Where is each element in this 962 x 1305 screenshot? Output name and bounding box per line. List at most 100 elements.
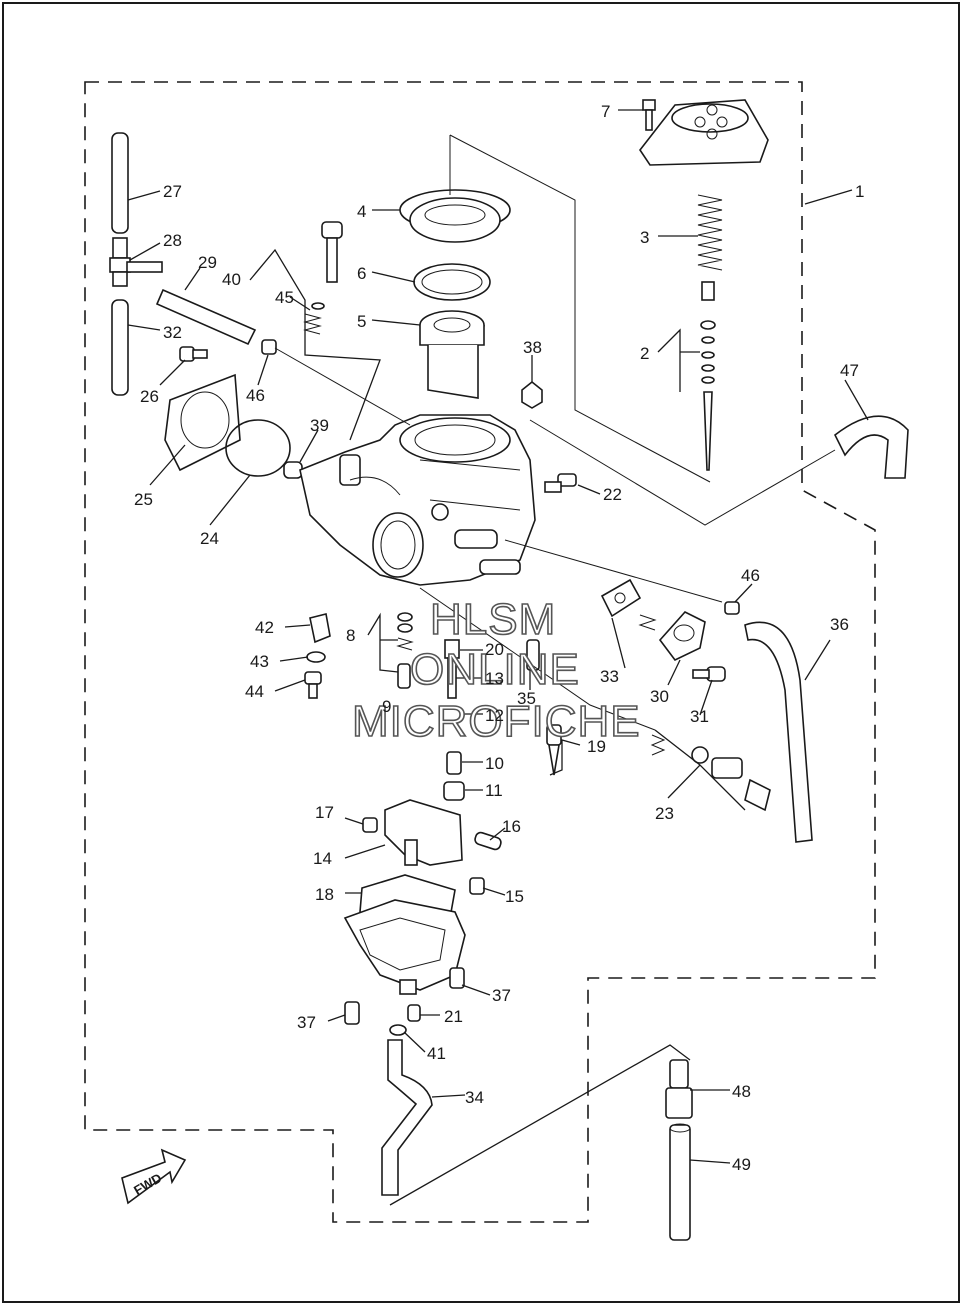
callout-14: 14 (313, 849, 332, 868)
needle-2-part (700, 281, 716, 471)
screw-17-part (362, 817, 378, 833)
top-cover-part (639, 99, 769, 166)
screw-31-part (692, 666, 726, 682)
screw-7-part (642, 99, 656, 131)
clamp-46-right-part (724, 601, 740, 615)
callout-44: 44 (245, 682, 264, 701)
callout-27: 27 (163, 182, 182, 201)
nut-38-part (521, 380, 543, 409)
callout-39: 39 (310, 416, 329, 435)
callout-32: 32 (163, 323, 182, 342)
ring-6-part (413, 263, 491, 301)
callout-4: 4 (357, 202, 366, 221)
needle-valve-19-part (546, 724, 562, 776)
jet-10-part (446, 751, 462, 775)
jet-35-part (526, 639, 540, 671)
callout-46a: 46 (246, 386, 265, 405)
callout-20: 20 (485, 640, 504, 659)
spring-45-part (303, 302, 325, 335)
callout-29: 29 (198, 253, 217, 272)
callout-34: 34 (465, 1088, 484, 1107)
callout-15: 15 (505, 887, 524, 906)
hose-32-part (111, 299, 129, 396)
callout-25: 25 (134, 490, 153, 509)
callout-8: 8 (346, 626, 355, 645)
callout-13: 13 (485, 669, 504, 688)
callout-24: 24 (200, 529, 219, 548)
cover-30-part (658, 611, 706, 662)
callout-1: 1 (855, 182, 864, 201)
ring-41-part (389, 1024, 407, 1036)
watermark-line-3: MICROFICHE (352, 697, 641, 746)
drain-hose-34-part (381, 1039, 433, 1196)
callout-5: 5 (357, 312, 366, 331)
spring-3-part (697, 194, 723, 271)
callout-21: 21 (444, 1007, 463, 1026)
callout-37b: 37 (297, 1013, 316, 1032)
reference-lines (274, 134, 836, 731)
assembly-boundary (84, 81, 876, 1223)
callout-22: 22 (603, 485, 622, 504)
leader-lines (127, 109, 869, 1206)
hose-49-part (669, 1123, 691, 1241)
callout-38: 38 (523, 338, 542, 357)
gasket-24-part (225, 419, 291, 477)
callout-40: 40 (222, 270, 241, 289)
callout-48: 48 (732, 1082, 751, 1101)
callout-42: 42 (255, 618, 274, 637)
emulsion-tube-13-part (444, 639, 460, 699)
callout-26: 26 (140, 387, 159, 406)
callout-7: 7 (601, 102, 610, 121)
connector-48-part (665, 1059, 693, 1119)
plate-33-part (600, 578, 657, 631)
callout-17: 17 (315, 803, 334, 822)
callout-36: 36 (830, 615, 849, 634)
callout-49: 49 (732, 1155, 751, 1174)
callout-30: 30 (650, 687, 669, 706)
screw-15-part (469, 877, 485, 895)
callout-37a: 37 (492, 986, 511, 1005)
screw-37a-part (449, 967, 465, 989)
clip-46-left-part (261, 339, 277, 355)
watermark: HLSM ONLINE MICROFICHE (351, 594, 641, 747)
callout-43: 43 (250, 652, 269, 671)
screw-8-part (396, 612, 414, 689)
carburetor-body-part (299, 414, 536, 586)
callout-11: 11 (485, 781, 503, 800)
callout-41: 41 (427, 1044, 446, 1063)
callout-35: 35 (517, 689, 536, 708)
washer-43-part (306, 651, 326, 663)
fwd-arrow-icon: FWD (121, 1148, 187, 1205)
callout-46b: 46 (741, 566, 760, 585)
holder-11-part (443, 781, 465, 801)
choke-23-part (650, 734, 771, 812)
callout-33: 33 (600, 667, 619, 686)
screw-37b-part (344, 1001, 360, 1025)
callout-9: 9 (382, 697, 391, 716)
piston-5-part (419, 310, 485, 399)
callout-16: 16 (502, 817, 521, 836)
watermark-line-2: ONLINE (410, 645, 580, 694)
callout-31: 31 (690, 707, 709, 726)
callout-3: 3 (640, 228, 649, 247)
float-bowl-part (343, 899, 466, 995)
callout-10: 10 (485, 754, 504, 773)
screw-40-part (321, 221, 343, 283)
elbow-hose-47-part (833, 415, 909, 479)
diaphragm-4-part (399, 189, 511, 243)
callout-6: 6 (357, 264, 366, 283)
jet-42-part (309, 613, 331, 644)
callout-23: 23 (655, 804, 674, 823)
hose-36-part (744, 621, 813, 843)
screw-44-part (304, 671, 322, 699)
callout-2: 2 (640, 344, 649, 363)
bolt-26-part (179, 346, 208, 362)
callout-28: 28 (163, 231, 182, 250)
callout-18: 18 (315, 885, 334, 904)
callout-47: 47 (840, 361, 859, 380)
callout-labels: 1 2 3 4 5 6 7 8 9 10 11 12 13 14 15 16 1… (134, 102, 864, 1174)
fitting-22-part (544, 473, 577, 493)
hose-27-part (111, 132, 129, 234)
